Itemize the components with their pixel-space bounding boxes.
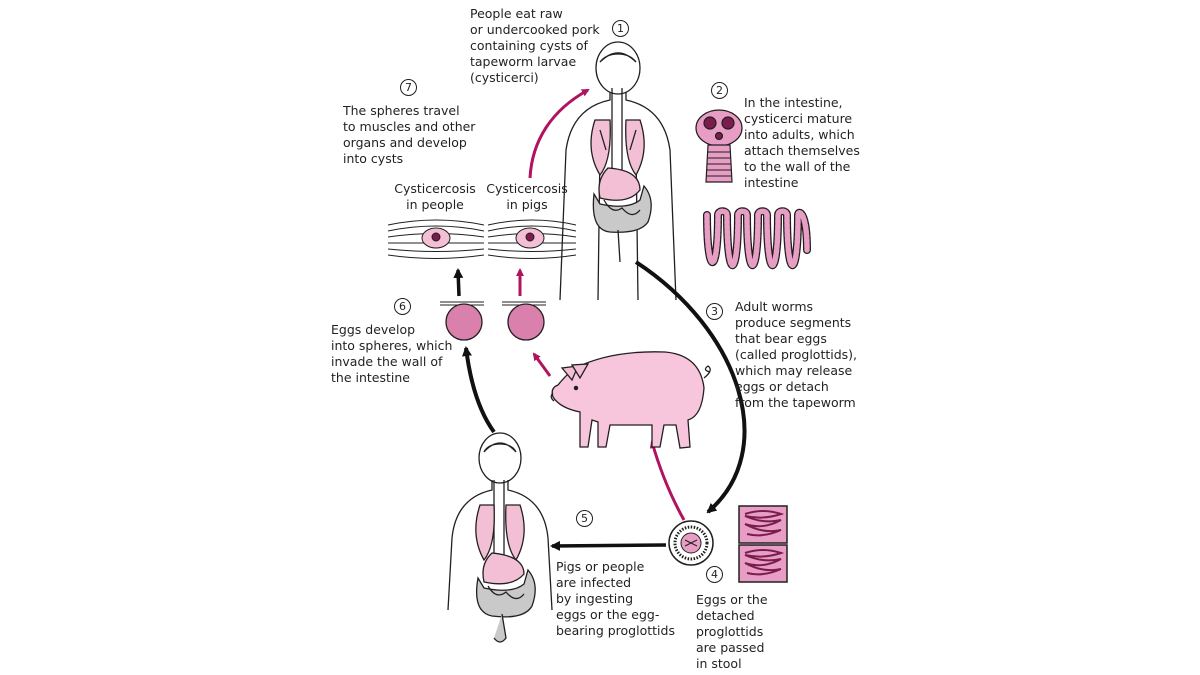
pig-icon (550, 351, 711, 449)
sphere-icon-pigs (502, 301, 546, 341)
arrow-pig-cyst-to-human (528, 88, 590, 179)
arrow-sphere-to-cyst-people (453, 268, 464, 297)
arrow-pig-to-sphere (532, 352, 552, 377)
step-3-number: 3 (706, 303, 723, 320)
cysticercosis-people-label: Cysticercosis in people (394, 181, 476, 212)
arrow-human-to-egg (634, 260, 747, 514)
cysticercosis-pigs-label: Cysticercosis in pigs (486, 181, 568, 212)
muscle-cyst-icon-pigs (487, 219, 577, 259)
arrow-human-to-sphere (462, 346, 496, 434)
human-torso-bottom-icon (447, 432, 553, 643)
step-2-number: 2 (711, 82, 728, 99)
step-7-text: The spheres travel to muscles and other … (343, 103, 476, 166)
sphere-icon-people (440, 301, 484, 341)
muscle-cyst-icon-people (387, 219, 485, 259)
step-1-number: 1 (612, 20, 629, 37)
egg-icon (668, 520, 714, 566)
step-4-number: 4 (706, 566, 723, 583)
arrow-egg-to-human (550, 540, 667, 551)
step-5-text: Pigs or people are infected by ingesting… (556, 559, 675, 638)
step-3-text: Adult worms produce segments that bear e… (735, 299, 858, 410)
tapeworm-head-icon (695, 109, 743, 183)
arrow-egg-to-pig (649, 440, 686, 521)
step-2-text: In the intestine, cysticerci mature into… (744, 95, 860, 190)
step-1-text: People eat raw or undercooked pork conta… (470, 6, 600, 85)
human-torso-top-icon (559, 41, 677, 301)
step-7-number: 7 (400, 79, 417, 96)
step-6-number: 6 (394, 298, 411, 315)
step-5-number: 5 (576, 510, 593, 527)
proglottid-icon (738, 505, 788, 583)
step-6-text: Eggs develop into spheres, which invade … (331, 322, 453, 385)
step-4-text: Eggs or the detached proglottids are pas… (696, 592, 768, 671)
